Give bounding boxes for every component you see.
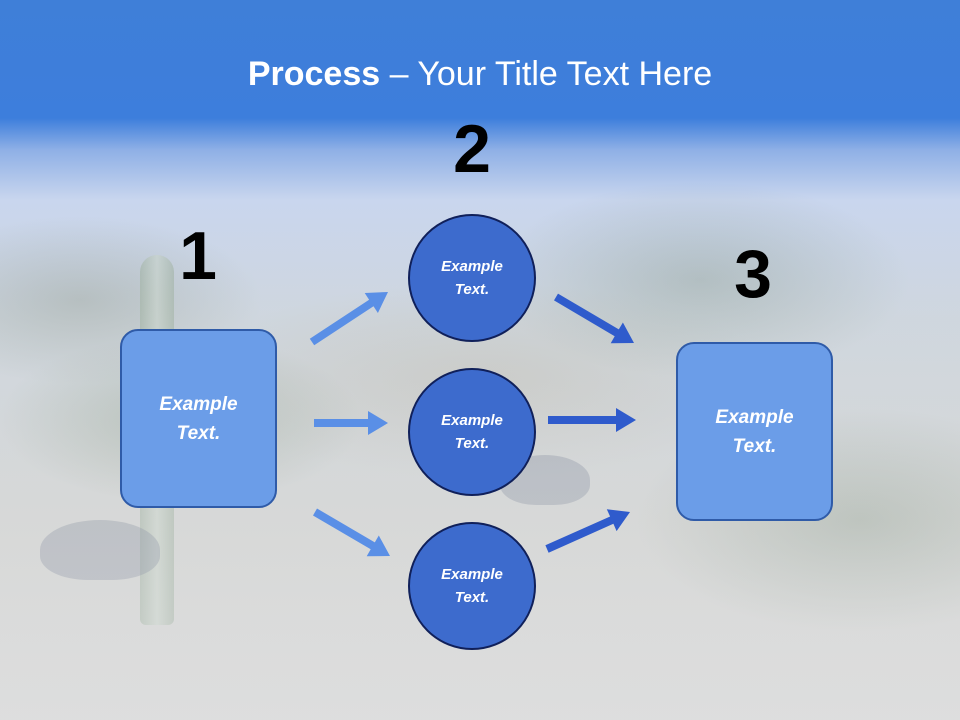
arrow-top-to-right — [554, 293, 634, 344]
process-circle-bottom: Example Text. — [408, 522, 536, 650]
slide-title-rest: – Your Title Text Here — [380, 55, 713, 93]
arrow-left-to-top — [309, 292, 388, 346]
process-circle-bottom-text: Example Text. — [441, 566, 503, 606]
slide-title: Process – Your Title Text Here — [0, 52, 960, 96]
arrow-middle-to-right — [548, 408, 636, 432]
step-number-1: 1 — [179, 218, 217, 294]
arrow-bottom-to-right — [545, 509, 630, 553]
process-box-right-text: Example Text. — [715, 406, 794, 457]
slide-title-bold: Process — [247, 55, 381, 93]
process-box-right: Example Text. — [676, 342, 833, 521]
process-circle-top: Example Text. — [408, 214, 536, 342]
process-circle-middle-text: Example Text. — [441, 412, 503, 452]
arrow-left-to-bottom — [313, 508, 390, 557]
arrow-left-to-middle — [314, 411, 388, 435]
process-box-left-text: Example Text. — [159, 393, 238, 444]
process-box-left: Example Text. — [120, 329, 277, 508]
background-rock — [40, 520, 160, 580]
step-number-3: 3 — [734, 236, 772, 312]
process-circle-middle: Example Text. — [408, 368, 536, 496]
step-number-2: 2 — [453, 111, 491, 187]
process-circle-top-text: Example Text. — [441, 258, 503, 298]
